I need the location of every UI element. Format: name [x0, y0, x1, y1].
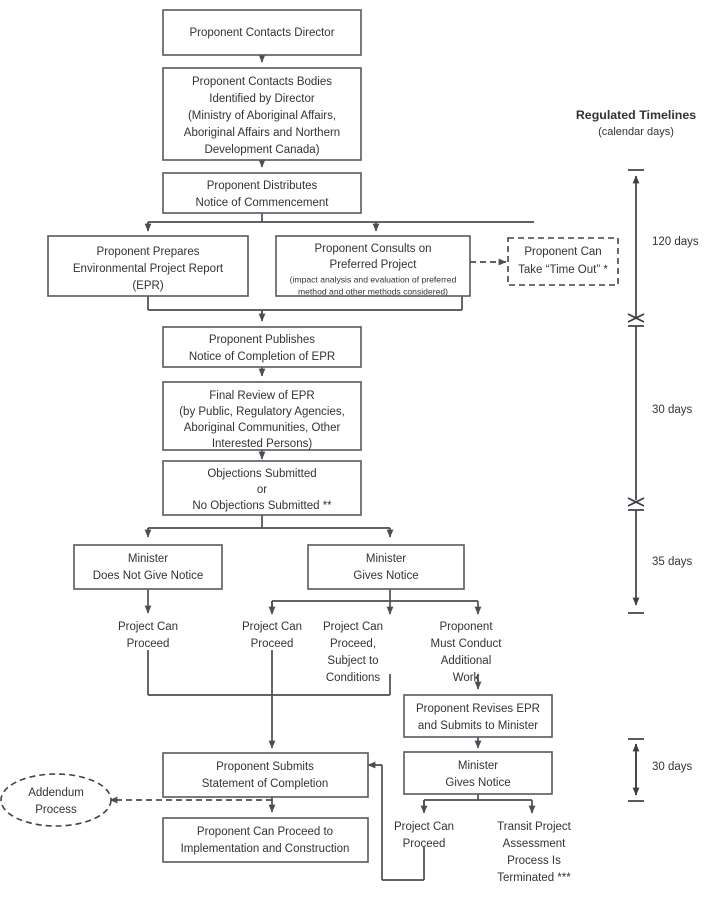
node-objections-line-0: Objections Submitted: [207, 468, 316, 480]
node-statement-completion[interactable]: Proponent Submits Statement of Completio…: [162, 752, 369, 798]
node-publishes-notice-line-1: Notice of Completion of EPR: [189, 351, 335, 363]
label-additional-work-line-1: Must Conduct: [431, 638, 503, 650]
label-terminated-line-2: Process Is: [507, 855, 561, 867]
node-minister-gives-notice[interactable]: Minister Gives Notice: [307, 544, 465, 590]
node-minister-no-notice[interactable]: Minister Does Not Give Notice: [73, 544, 223, 590]
node-implementation-line-0: Proponent Can Proceed to: [197, 826, 333, 838]
node-consults-preferred-small-0: (impact analysis and evaluation of prefe…: [290, 274, 457, 284]
node-revises-epr[interactable]: Proponent Revises EPR and Submits to Min…: [403, 694, 553, 738]
node-contacts-director-line-0: Proponent Contacts Director: [189, 27, 334, 39]
connector-distributes-split: [147, 213, 534, 230]
label-proceed-conditions: Project Can Proceed, Subject to Conditio…: [323, 621, 383, 684]
node-addendum-process-line-1: Process: [35, 804, 77, 816]
label-proceed-mid: Project Can Proceed: [242, 621, 302, 650]
node-minister-gives-notice-2-line-0: Minister: [458, 760, 498, 772]
node-final-review-line-1: (by Public, Regulatory Agencies,: [179, 406, 345, 418]
connector-proceed-merge: [147, 650, 391, 696]
label-terminated-line-1: Assessment: [503, 838, 566, 850]
label-additional-work-line-0: Proponent: [439, 621, 493, 633]
node-consults-preferred-line-1: Preferred Project: [330, 259, 418, 271]
connector-bottom-proceed-return: [368, 765, 425, 881]
label-proceed-conditions-line-0: Project Can: [323, 621, 383, 633]
node-revises-epr-line-0: Proponent Revises EPR: [416, 703, 540, 715]
node-implementation-line-1: Implementation and Construction: [181, 843, 350, 855]
node-implementation[interactable]: Proponent Can Proceed to Implementation …: [162, 817, 369, 863]
timeline-subheading: (calendar days): [598, 126, 674, 138]
node-prepares-epr[interactable]: Proponent Prepares Environmental Project…: [47, 235, 249, 297]
regulated-timeline: Regulated Timelines (calendar days) 120 …: [576, 108, 699, 802]
node-consults-preferred-small-1: method and other methods considered): [298, 286, 448, 296]
node-contacts-bodies-line-0: Proponent Contacts Bodies: [192, 76, 332, 88]
node-time-out[interactable]: Proponent Can Take “Time Out” *: [507, 237, 619, 286]
node-contacts-director[interactable]: Proponent Contacts Director: [162, 9, 362, 56]
label-additional-work-line-2: Additional: [441, 655, 492, 667]
node-minister-gives-notice-line-1: Gives Notice: [353, 570, 418, 582]
node-statement-completion-line-0: Proponent Submits: [216, 761, 314, 773]
node-final-review-line-3: Interested Persons): [212, 438, 313, 450]
node-minister-no-notice-line-1: Does Not Give Notice: [93, 570, 204, 582]
timeline-label-35-days: 35 days: [652, 556, 693, 568]
connector-gives-notice-stem: [271, 589, 478, 613]
label-proceed-bottom-line-0: Project Can: [394, 821, 454, 833]
label-proceed-mid-line-1: Proceed: [251, 638, 294, 650]
label-proceed-mid-line-0: Project Can: [242, 621, 302, 633]
label-proceed-left: Project Can Proceed: [118, 621, 178, 650]
node-objections-line-1: or: [257, 484, 267, 496]
node-time-out-line-0: Proponent Can: [524, 246, 601, 258]
node-contacts-bodies[interactable]: Proponent Contacts Bodies Identified by …: [162, 67, 362, 161]
label-terminated: Transit Project Assessment Process Is Te…: [497, 821, 572, 884]
timeline-label-30-days-b: 30 days: [652, 761, 693, 773]
label-proceed-conditions-line-2: Subject to: [327, 655, 378, 667]
node-contacts-bodies-line-4: Development Canada): [204, 144, 319, 156]
node-time-out-line-1: Take “Time Out” *: [518, 264, 608, 276]
node-publishes-notice[interactable]: Proponent Publishes Notice of Completion…: [162, 326, 362, 368]
label-terminated-line-3: Terminated ***: [497, 872, 571, 884]
node-contacts-bodies-line-1: Identified by Director: [209, 93, 315, 105]
node-consults-preferred[interactable]: Proponent Consults on Preferred Project …: [275, 235, 471, 297]
label-terminated-line-0: Transit Project: [497, 821, 572, 833]
node-prepares-epr-line-0: Proponent Prepares: [97, 246, 200, 258]
node-minister-gives-notice-line-0: Minister: [366, 553, 406, 565]
node-consults-preferred-line-0: Proponent Consults on: [315, 243, 432, 255]
node-minister-gives-notice-2[interactable]: Minister Gives Notice: [403, 751, 553, 795]
connector-parallel-merge: [147, 296, 463, 320]
node-minister-gives-notice-2-line-1: Gives Notice: [445, 777, 510, 789]
label-proceed-bottom: Project Can Proceed: [394, 821, 454, 850]
node-prepares-epr-line-2: (EPR): [132, 280, 163, 292]
label-additional-work-line-3: Work: [453, 672, 480, 684]
node-revises-epr-line-1: and Submits to Minister: [418, 720, 538, 732]
node-prepares-epr-line-1: Environmental Project Report: [73, 263, 224, 275]
node-final-review-line-2: Aboriginal Communities, Other: [184, 422, 341, 434]
node-minister-no-notice-line-0: Minister: [128, 553, 168, 565]
node-statement-completion-line-1: Statement of Completion: [202, 778, 329, 790]
node-distributes-notice-line-1: Notice of Commencement: [196, 197, 330, 209]
label-proceed-bottom-line-1: Proceed: [403, 838, 446, 850]
timeline-label-120-days: 120 days: [652, 236, 699, 248]
label-additional-work: Proponent Must Conduct Additional Work: [431, 621, 503, 684]
node-final-review[interactable]: Final Review of EPR (by Public, Regulato…: [162, 381, 362, 451]
node-distributes-notice[interactable]: Proponent Distributes Notice of Commence…: [162, 172, 362, 214]
node-distributes-notice-line-0: Proponent Distributes: [207, 180, 318, 192]
node-publishes-notice-line-0: Proponent Publishes: [209, 334, 315, 346]
label-proceed-left-line-1: Proceed: [127, 638, 170, 650]
label-proceed-left-line-0: Project Can: [118, 621, 178, 633]
node-addendum-process[interactable]: Addendum Process: [0, 773, 112, 827]
timeline-heading: Regulated Timelines: [576, 108, 696, 122]
node-objections[interactable]: Objections Submitted or No Objections Su…: [162, 460, 362, 516]
node-addendum-process-line-0: Addendum: [28, 787, 84, 799]
node-contacts-bodies-line-2: (Ministry of Aboriginal Affairs,: [188, 110, 336, 122]
label-proceed-conditions-line-3: Conditions: [326, 672, 381, 684]
node-objections-line-2: No Objections Submitted **: [192, 500, 332, 512]
node-contacts-bodies-line-3: Aboriginal Affairs and Northern: [184, 127, 340, 139]
node-final-review-line-0: Final Review of EPR: [209, 390, 314, 402]
label-proceed-conditions-line-1: Proceed,: [330, 638, 376, 650]
connector-objections-split: [147, 515, 390, 536]
timeline-label-30-days-a: 30 days: [652, 404, 693, 416]
